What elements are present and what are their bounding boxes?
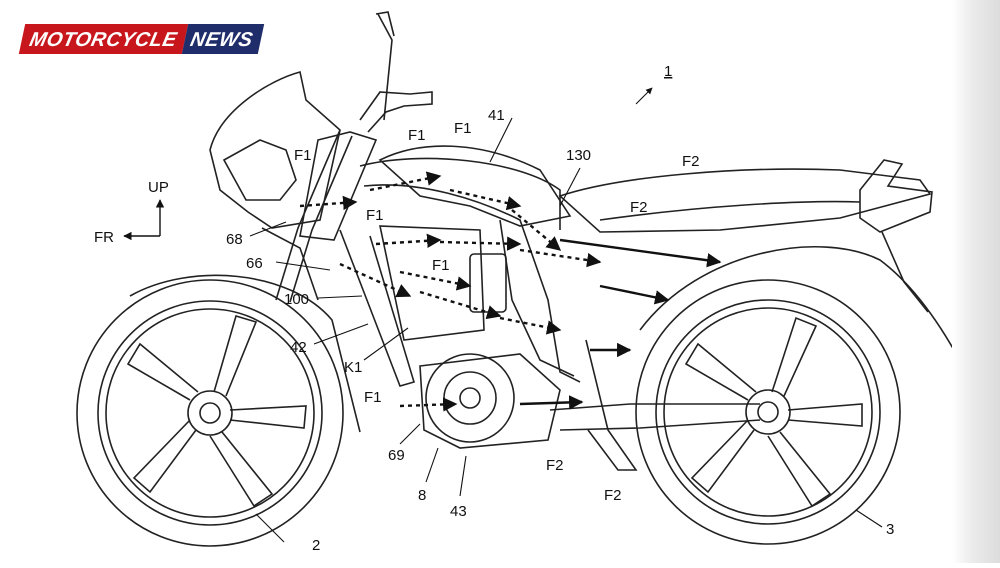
rear-fender: [639, 245, 971, 381]
logo-text-motorcycle: MOTORCYCLE: [18, 24, 189, 54]
rear-wheel: [635, 279, 901, 545]
label-68: 68: [226, 231, 243, 248]
steering-head: [299, 131, 378, 241]
motorcycle-news-logo: MOTORCYCLE NEWS: [18, 24, 265, 54]
motor-housing: [425, 353, 515, 443]
label-f1-b: F1: [408, 127, 426, 144]
battery-box: [379, 225, 485, 341]
label-f1-c: F1: [454, 120, 472, 137]
label-f2-c: F2: [546, 457, 564, 474]
label-f2-b: F2: [630, 199, 648, 216]
label-41: 41: [488, 107, 505, 124]
label-f1-d: F1: [366, 207, 384, 224]
page-edge-shadow: [952, 0, 1000, 563]
airflow-arrows-f2: [519, 238, 722, 410]
front-fender: [129, 274, 361, 433]
airflow-arrows-f1: [299, 171, 602, 412]
seat: [558, 168, 932, 233]
label-43: 43: [450, 503, 467, 520]
label-42: 42: [290, 339, 307, 356]
label-130: 130: [566, 147, 591, 164]
ref-main-label: 1: [664, 63, 672, 80]
label-f1-a: F1: [294, 147, 312, 164]
dir-front-label: FR: [94, 229, 114, 246]
label-66: 66: [246, 255, 263, 272]
label-f1-f: F1: [364, 389, 382, 406]
dir-up-label: UP: [148, 179, 169, 196]
label-k1: K1: [344, 359, 362, 376]
label-8: 8: [418, 487, 426, 504]
label-3: 3: [886, 521, 894, 538]
fuel-tank: [378, 145, 572, 227]
mirror-stalk: [377, 13, 393, 121]
headlight-cowl: [209, 71, 341, 229]
logo-text-news: NEWS: [181, 24, 265, 54]
label-f2-d: F2: [604, 487, 622, 504]
direction-indicator: UP FR: [94, 179, 169, 246]
label-f2-a: F2: [682, 153, 700, 170]
label-69: 69: [388, 447, 405, 464]
label-f1-e: F1: [432, 257, 450, 274]
label-2: 2: [312, 537, 320, 554]
front-wheel: [76, 279, 344, 547]
label-100: 100: [284, 291, 309, 308]
